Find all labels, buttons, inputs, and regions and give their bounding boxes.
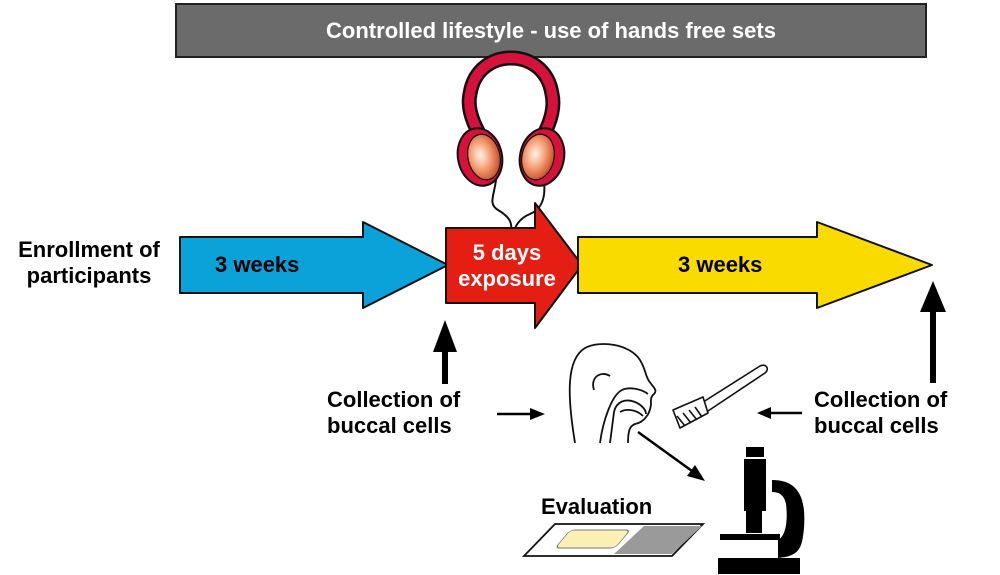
collection-right-label: Collection of buccal cells	[814, 387, 948, 438]
title-banner-text: Controlled lifestyle - use of hands free…	[326, 18, 776, 43]
exposure-label: 5 days exposure	[458, 240, 556, 291]
collection-left-label: Collection of buccal cells	[327, 387, 461, 438]
to-microscope-arrow	[637, 430, 705, 481]
microscope-slide-icon	[521, 523, 706, 557]
phase1-arrow	[179, 221, 449, 309]
microscope-icon	[718, 447, 805, 574]
enrollment-label: Enrollment of participants	[18, 237, 160, 288]
collection-right-up-arrow	[920, 281, 946, 383]
head-profile-icon	[568, 343, 657, 444]
headphones-icon	[456, 50, 566, 239]
right-pointer-arrow	[757, 407, 802, 419]
phase1-duration-label: 3 weeks	[215, 252, 300, 277]
title-banner: Controlled lifestyle - use of hands free…	[175, 3, 927, 58]
evaluation-label: Evaluation	[541, 494, 653, 519]
phase2-arrow	[577, 221, 933, 309]
exposure-arrow	[445, 202, 583, 329]
phase2-duration-label: 3 weeks	[678, 252, 763, 277]
left-pointer-arrow	[497, 408, 545, 420]
toothbrush-icon	[672, 364, 768, 429]
collection-left-up-arrow	[433, 320, 457, 384]
